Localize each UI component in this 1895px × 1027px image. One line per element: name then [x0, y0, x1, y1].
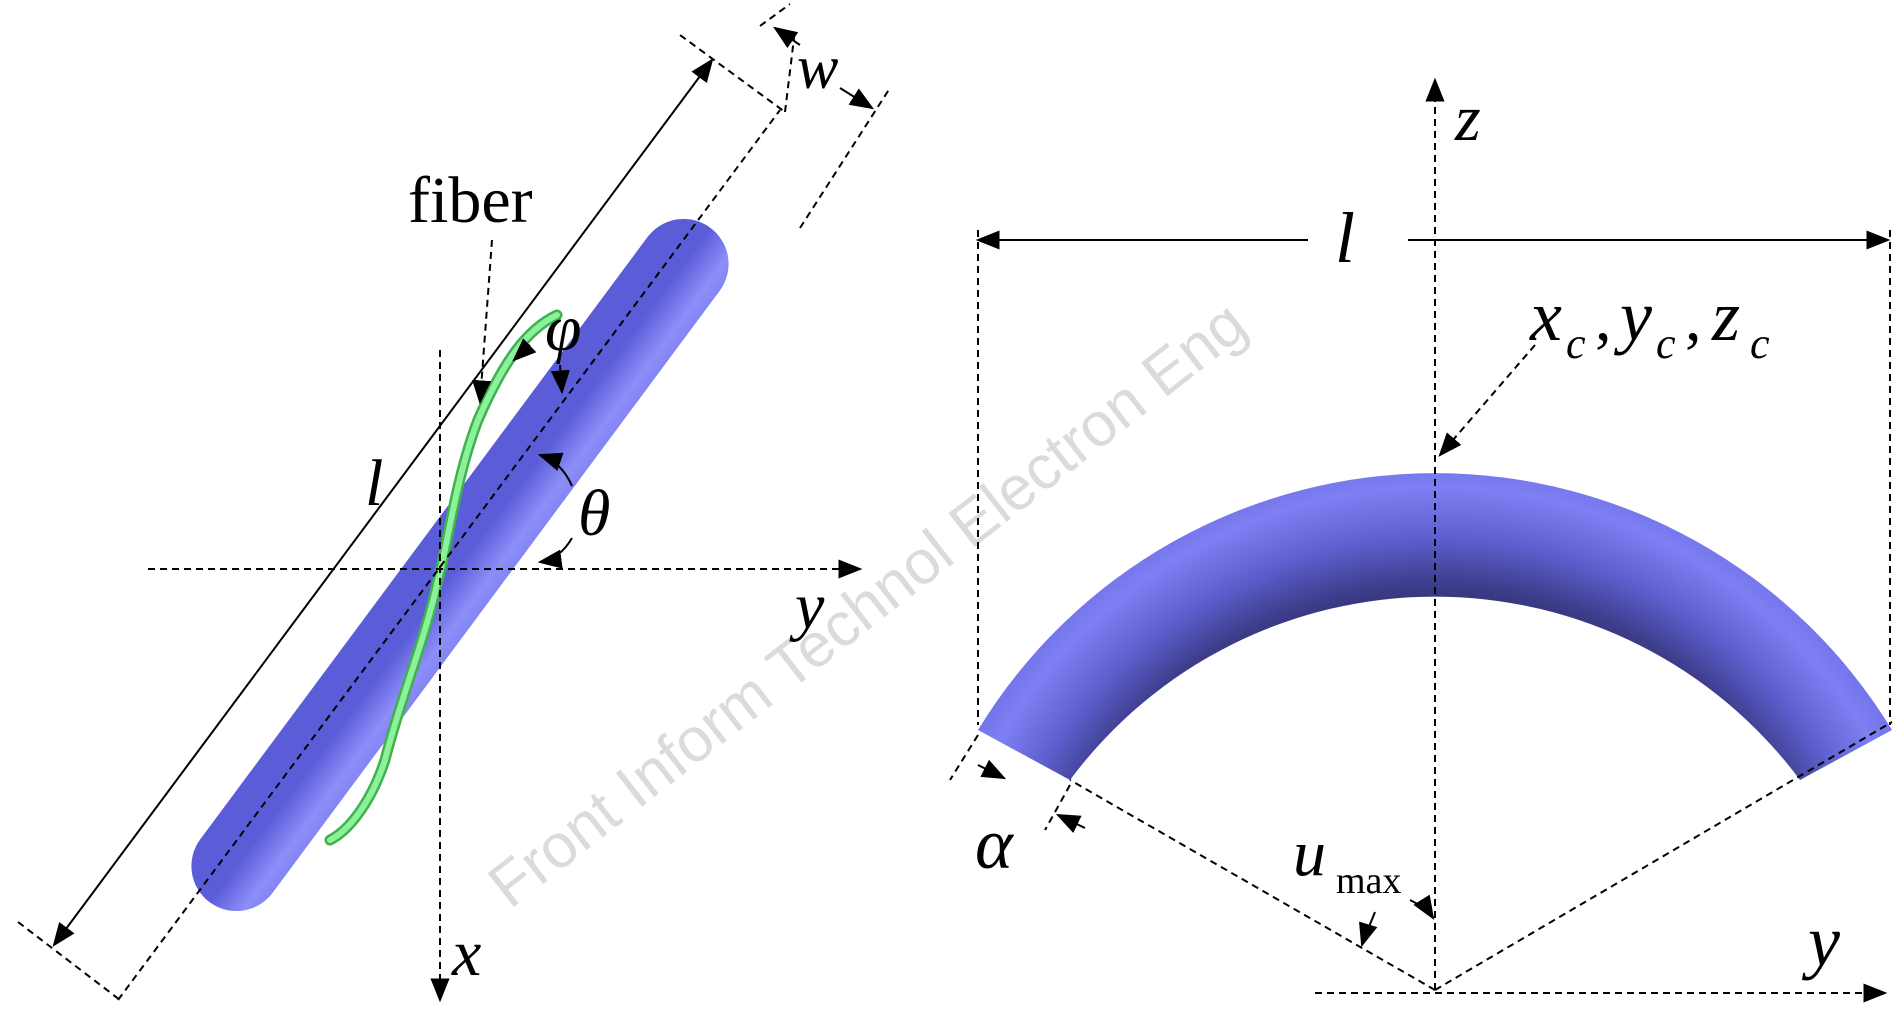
zc-label: z	[1711, 276, 1740, 356]
alpha-label: α	[975, 804, 1014, 884]
centroid-label: x c , y c , z c	[1529, 276, 1770, 368]
y-axis-label-right: y	[1801, 901, 1840, 981]
umax-subscript: max	[1336, 860, 1401, 902]
umax-arrow-left	[1359, 911, 1378, 948]
radius-right	[1434, 721, 1893, 991]
z-axis-label-right: z	[1454, 82, 1481, 155]
length-ext-top	[679, 34, 786, 113]
w-label: w	[797, 34, 838, 102]
alpha-ext-1	[949, 734, 979, 781]
alpha-arrow-1	[977, 759, 1007, 780]
x-axis-label-left: x	[451, 917, 481, 990]
umax-arrow-right	[1409, 894, 1435, 921]
alpha-ext-2	[1044, 784, 1071, 831]
rod	[191, 218, 729, 912]
phi-arrow-2	[550, 364, 570, 395]
radius-left	[1069, 779, 1436, 991]
theta-label: θ	[578, 477, 610, 550]
yc-label: y	[1613, 276, 1652, 356]
zc-subscript: c	[1750, 319, 1770, 368]
comma-1: ,	[1595, 282, 1612, 355]
comma-2: ,	[1685, 282, 1702, 355]
left-panel: fiber w l φ θ y x	[17, 3, 891, 1003]
phi-arrow	[512, 338, 537, 362]
width-ext-1	[784, 29, 796, 113]
fiber-label: fiber	[408, 164, 533, 237]
alpha-arrow-2	[1055, 813, 1086, 834]
width-arrow-2	[839, 87, 875, 110]
width-ext-3	[759, 3, 791, 27]
curved-rod	[978, 473, 1892, 780]
phi-label: φ	[545, 292, 582, 365]
width-ext-2	[799, 87, 891, 229]
length-dimension-left	[52, 58, 714, 947]
centroid-pointer	[1438, 344, 1536, 457]
right-panel: z l x c , y c , z c α u max y	[949, 77, 1893, 1003]
yc-subscript: c	[1656, 319, 1676, 368]
theta-arc-bottom	[537, 537, 573, 569]
xc-subscript: c	[1566, 319, 1586, 368]
theta-arc-top	[537, 452, 573, 487]
y-axis-label-left: y	[789, 570, 825, 643]
fiber-pointer	[472, 239, 493, 405]
l-label-left: l	[365, 447, 383, 520]
umax-label: u	[1293, 817, 1326, 890]
width-arrow-1	[773, 26, 801, 49]
l-label-right: l	[1335, 198, 1355, 278]
length-ext-bottom	[17, 921, 121, 1001]
xc-label: x	[1529, 276, 1562, 356]
